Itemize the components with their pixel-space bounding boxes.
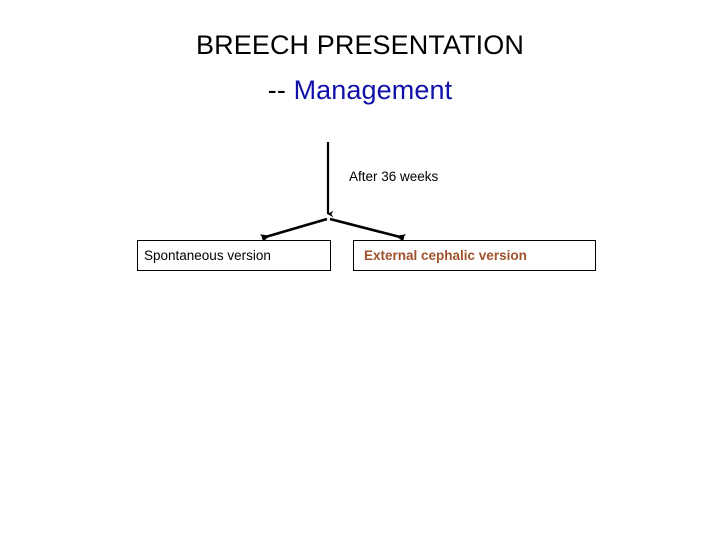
node-spontaneous-version: Spontaneous version	[137, 240, 331, 271]
page-title: BREECH PRESENTATION	[196, 30, 524, 60]
branch-arrow-left	[259, 217, 328, 243]
page-subtitle: -- Management	[0, 73, 720, 107]
subtitle-accent-text: Management	[293, 75, 453, 105]
branch-arrow-right	[329, 217, 406, 243]
branch-condition-label: After 36 weeks	[349, 169, 439, 184]
node-external-cephalic-version-label: External cephalic version	[364, 247, 527, 263]
subtitle-dashes: --	[267, 75, 294, 105]
node-external-cephalic-version: External cephalic version	[353, 240, 596, 271]
node-spontaneous-version-label: Spontaneous version	[144, 247, 271, 263]
